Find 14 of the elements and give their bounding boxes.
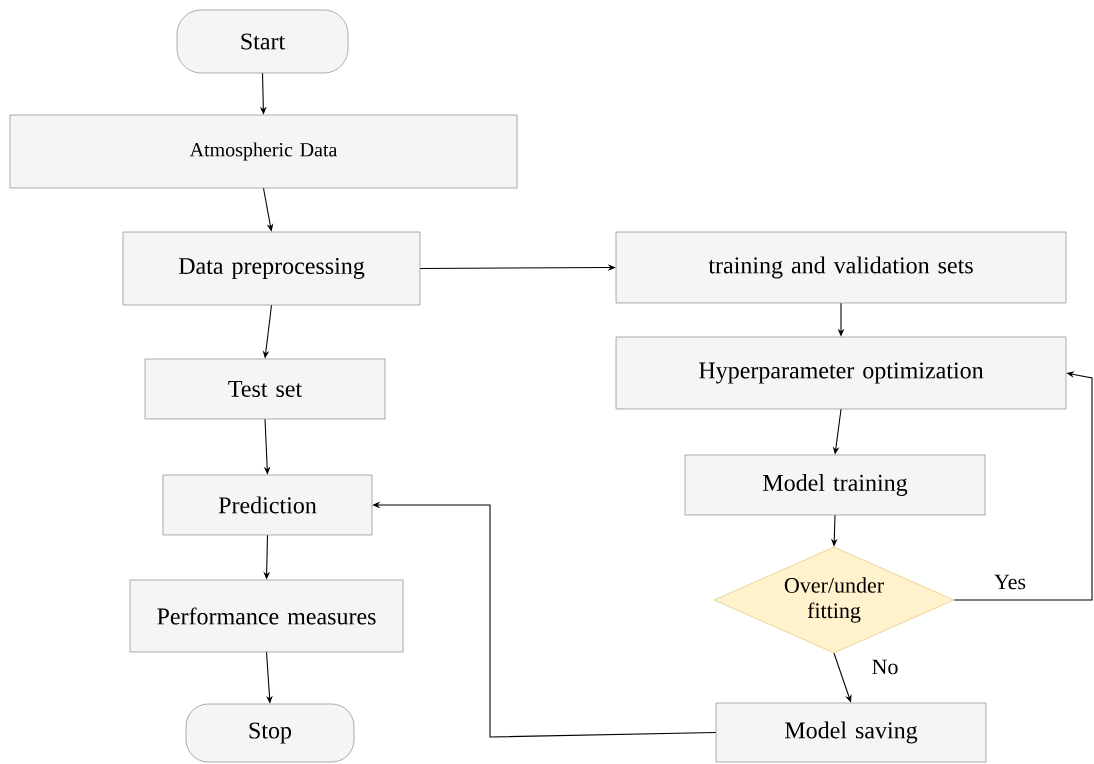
process-box: Data preprocessing bbox=[122, 231, 421, 306]
process-box: Model saving bbox=[715, 702, 987, 763]
process-box: Hyperparameter optimization bbox=[615, 336, 1067, 410]
edge-label: Yes bbox=[992, 573, 1028, 591]
process-box: Performance measures bbox=[129, 579, 404, 653]
process-box: Model training bbox=[684, 454, 986, 516]
terminal-box: Start bbox=[176, 9, 349, 74]
terminal-box: Stop bbox=[185, 703, 355, 763]
process-box: Atmospheric Data bbox=[9, 114, 518, 189]
edge-label: No bbox=[870, 658, 900, 676]
process-box: Test set bbox=[144, 358, 386, 420]
process-box: training and validation sets bbox=[615, 231, 1067, 304]
process-box: Prediction bbox=[162, 474, 373, 536]
arrow bbox=[953, 371, 1093, 601]
